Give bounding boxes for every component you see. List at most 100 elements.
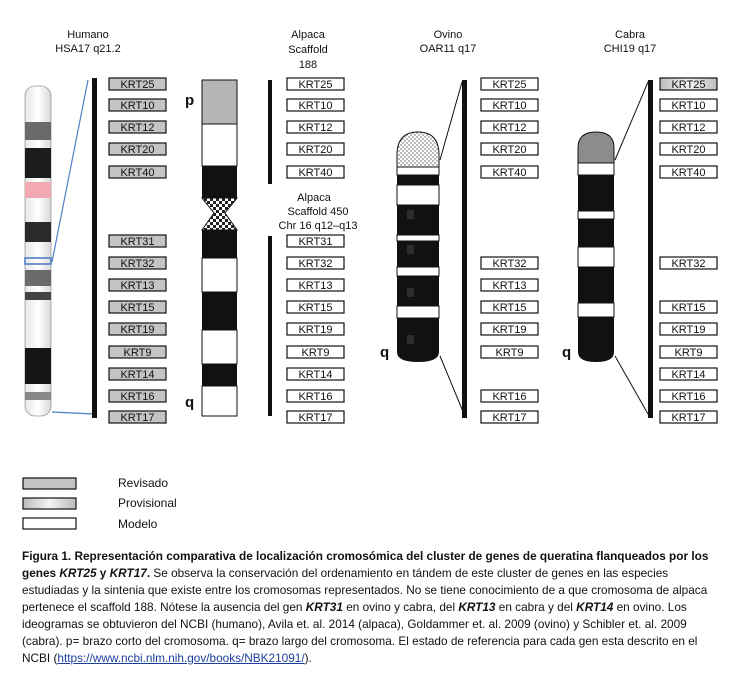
- gene-label: KRT14: [120, 369, 154, 381]
- gene-box: [108, 322, 167, 336]
- gene-label: KRT10: [671, 100, 705, 112]
- gene-box: [286, 410, 345, 424]
- gene-boxes: KRT25KRT10KRT12KRT20KRT40KRT31KRT32KRT13…: [108, 77, 718, 424]
- gene-box: [108, 410, 167, 424]
- gene-box: [108, 278, 167, 292]
- legend-label-provisional: Provisional: [118, 496, 177, 510]
- alpaca-q-arm-label: q: [185, 394, 194, 411]
- gene-label: KRT32: [671, 258, 705, 270]
- alpaca-scaffold450-chrom: Chr 16 q12–q13: [279, 220, 358, 232]
- alpaca-scaffold188-bar: [268, 80, 272, 184]
- human-ideogram: [24, 79, 95, 417]
- legend-swatch-modelo: [22, 517, 77, 530]
- header-goat-chrom: CHI19 q17: [604, 43, 657, 55]
- gene-box: [108, 256, 167, 270]
- gene-label: KRT10: [298, 100, 332, 112]
- ncbi-link[interactable]: https://www.ncbi.nlm.nih.gov/books/NBK21…: [57, 651, 305, 665]
- caption-text-1: Se observa la conservación del ordenamie…: [22, 566, 708, 614]
- gene-label: KRT12: [120, 122, 154, 134]
- caption-gene-krt13: KRT13: [458, 600, 496, 614]
- gene-label: KRT10: [120, 100, 154, 112]
- gene-label: KRT17: [492, 412, 526, 424]
- gene-box: [480, 322, 539, 336]
- sheep-gene-bar: [462, 80, 467, 418]
- gene-box: [480, 98, 539, 112]
- gene-box: [286, 77, 345, 91]
- gene-box: [480, 345, 539, 359]
- gene-label: KRT20: [492, 144, 526, 156]
- header-alpaca-number: 188: [299, 59, 317, 71]
- caption-gene-krt14: KRT14: [576, 600, 614, 614]
- alpaca-scaffold450-name: Scaffold 450: [288, 206, 349, 218]
- legend-swatch-provisional: [22, 497, 77, 510]
- gene-label: KRT25: [120, 79, 154, 91]
- gene-box: [480, 120, 539, 134]
- gene-box: [480, 165, 539, 179]
- gene-box: [286, 165, 345, 179]
- gene-label: KRT19: [492, 324, 526, 336]
- gene-label: KRT31: [298, 236, 332, 248]
- goat-q-arm-label: q: [562, 344, 571, 361]
- gene-label: KRT32: [120, 258, 154, 270]
- header-sheep-chrom: OAR11 q17: [420, 43, 477, 55]
- gene-label: KRT17: [298, 412, 332, 424]
- gene-label: KRT17: [120, 412, 154, 424]
- gene-label: KRT40: [671, 167, 705, 179]
- gene-box: [659, 322, 718, 336]
- gene-box: [659, 142, 718, 156]
- gene-box: [480, 410, 539, 424]
- gene-label: KRT12: [298, 122, 332, 134]
- gene-box: [286, 120, 345, 134]
- gene-label: KRT10: [492, 100, 526, 112]
- goat-gene-bar: [648, 80, 653, 418]
- gene-box: [286, 142, 345, 156]
- gene-box: [286, 300, 345, 314]
- gene-label: KRT19: [298, 324, 332, 336]
- gene-label: KRT20: [671, 144, 705, 156]
- goat-ideogram: [577, 81, 649, 415]
- gene-label: KRT32: [298, 258, 332, 270]
- alpaca-p-arm-label: p: [185, 92, 194, 109]
- gene-box: [480, 142, 539, 156]
- gene-label: KRT15: [492, 302, 526, 314]
- gene-box: [659, 98, 718, 112]
- gene-box: [659, 77, 718, 91]
- gene-box: [108, 120, 167, 134]
- legend-label-modelo: Modelo: [118, 517, 158, 531]
- sheep-q-arm-label: q: [380, 344, 389, 361]
- gene-label: KRT19: [120, 324, 154, 336]
- gene-label: KRT25: [492, 79, 526, 91]
- header-human-chrom: HSA17 q21.2: [55, 43, 120, 55]
- gene-label: KRT13: [298, 280, 332, 292]
- gene-box: [108, 345, 167, 359]
- header-human-name: Humano: [67, 29, 109, 41]
- gene-box: [108, 98, 167, 112]
- gene-label: KRT32: [492, 258, 526, 270]
- gene-label: KRT12: [671, 122, 705, 134]
- gene-label: KRT16: [298, 391, 332, 403]
- gene-label: KRT9: [496, 347, 524, 359]
- header-goat-name: Cabra: [615, 29, 646, 41]
- gene-label: KRT20: [298, 144, 332, 156]
- gene-label: KRT14: [298, 369, 332, 381]
- gene-box: [286, 256, 345, 270]
- alpaca-scaffold450-title: Alpaca: [297, 192, 332, 204]
- legend-label-revisado: Revisado: [118, 476, 168, 490]
- gene-box: [659, 410, 718, 424]
- keratin-cluster-diagram: Humano HSA17 q21.2 Alpaca Scaffold 188 O…: [22, 29, 718, 531]
- gene-box: [286, 322, 345, 336]
- gene-box: [108, 234, 167, 248]
- gene-label: KRT9: [302, 347, 330, 359]
- gene-box: [480, 77, 539, 91]
- gene-box: [659, 367, 718, 381]
- gene-label: KRT15: [671, 302, 705, 314]
- gene-box: [480, 300, 539, 314]
- gene-box: [286, 234, 345, 248]
- alpaca-scaffold450-bar: [268, 236, 272, 416]
- gene-box: [659, 300, 718, 314]
- gene-box: [286, 345, 345, 359]
- gene-label: KRT12: [492, 122, 526, 134]
- gene-label: KRT16: [671, 391, 705, 403]
- header-alpaca-scaffold: Scaffold: [288, 44, 328, 56]
- gene-label: KRT15: [120, 302, 154, 314]
